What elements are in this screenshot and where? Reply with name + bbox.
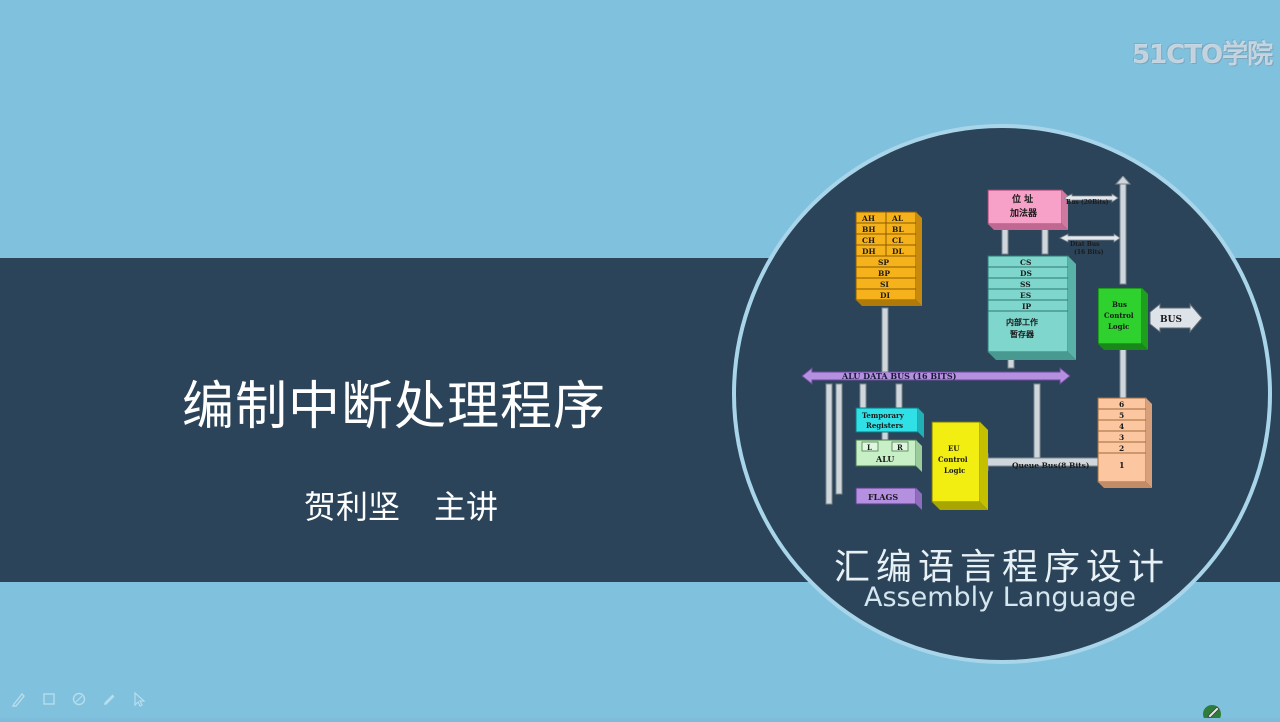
reg-bl: BL <box>892 225 904 234</box>
queue-slot-4: 4 <box>1119 422 1124 431</box>
reg-di: DI <box>880 291 891 300</box>
highlighter-icon[interactable] <box>98 688 120 710</box>
queue-slot-6: 6 <box>1119 400 1124 409</box>
internal-reg-line-2: 暂存器 <box>1010 329 1035 339</box>
bus-control-line-3: Logic <box>1108 322 1129 331</box>
instruction-queue: 6 5 4 3 2 1 <box>1097 397 1152 488</box>
data-bus-label: Dtat Bus <box>1070 241 1100 248</box>
reg-dh: DH <box>862 247 876 256</box>
queue-slot-3: 3 <box>1119 433 1124 442</box>
external-bus-label: BUS <box>1160 315 1182 325</box>
alu-data-bus: ALU DATA BUS (16 BITS) <box>801 366 1071 386</box>
seg-ds: DS <box>1020 269 1032 278</box>
course-title-english: Assembly Language <box>864 582 1136 613</box>
queue-slot-1: 1 <box>1119 460 1125 470</box>
cpu-architecture-diagram: ALU DATA BUS (16 BITS) AH AL BH BL <box>801 176 1203 510</box>
temp-reg-line-2: Registers <box>866 421 903 430</box>
reg-ch: CH <box>862 236 875 245</box>
flags-register: FLAGS <box>855 487 922 510</box>
seg-ss: SS <box>1020 280 1031 289</box>
adder-line-2: 加法器 <box>1009 207 1038 219</box>
reg-si: SI <box>880 280 889 289</box>
watermark-logo: 51CTO学院 <box>1132 40 1273 70</box>
eu-control-line-3: Logic <box>944 466 965 475</box>
segment-registers: CS DS SS ES IP 内部工作 暂存器 <box>987 255 1076 360</box>
reg-al: AL <box>891 214 904 223</box>
annotation-toolbar <box>8 688 150 710</box>
alu-label: ALU <box>875 454 894 464</box>
queue-slot-5: 5 <box>1119 411 1124 420</box>
data-bus-bits-label: (16 Bits) <box>1074 249 1104 256</box>
alu-right-input: R <box>897 443 903 452</box>
seg-ip: IP <box>1022 302 1032 311</box>
eraser-icon[interactable] <box>68 688 90 710</box>
presenter-name: 贺利坚 <box>304 488 401 526</box>
temp-reg-line-1: Temporary <box>862 411 905 420</box>
reg-bh: BH <box>862 225 875 234</box>
eu-control-line-2: Control <box>938 455 968 464</box>
reg-ah: AH <box>861 214 875 223</box>
eu-control-logic: EU Control Logic <box>931 421 988 510</box>
adder-line-1: 位 址 <box>1012 193 1033 205</box>
queue-bus-label: Queue Bus(8 Bits) <box>1012 461 1089 470</box>
bus-20-label: Bus (20Bits) <box>1066 199 1109 206</box>
reg-dl: DL <box>892 247 905 256</box>
pen-icon[interactable] <box>8 688 30 710</box>
slide-title: 编制中断处理程序 <box>182 377 607 437</box>
address-bus: Bus (20Bits) Dtat Bus (16 Bits) <box>1059 193 1121 256</box>
presenter-line: 贺利坚主讲 <box>304 482 498 528</box>
presenter-role: 主讲 <box>434 488 499 526</box>
alu-left-input: L <box>867 443 872 452</box>
seg-cs: CS <box>1020 258 1031 267</box>
pen-tool-corner-icon[interactable] <box>1202 702 1224 722</box>
reg-cl: CL <box>892 236 904 245</box>
alu-unit: L R ALU <box>855 439 922 472</box>
temporary-registers: Temporary Registers <box>855 407 924 438</box>
square-icon[interactable] <box>38 688 60 710</box>
external-bus-arrow: BUS <box>1149 302 1203 334</box>
alu-data-bus-label: ALU DATA BUS (16 BITS) <box>841 371 957 381</box>
bus-control-line-1: Bus <box>1112 300 1127 309</box>
bus-control-line-2: Control <box>1104 311 1134 320</box>
address-adder: 位 址 加法器 <box>987 189 1068 230</box>
bus-control-logic: Bus Control Logic <box>1097 287 1148 350</box>
seg-es: ES <box>1020 291 1031 300</box>
general-registers: AH AL BH BL CH CL DH DL SP BP SI DI <box>855 211 922 306</box>
internal-reg-line-1: 内部工作 <box>1006 317 1038 327</box>
course-title-chinese: 汇编语言程序设计 <box>834 547 1171 588</box>
queue-slot-2: 2 <box>1119 444 1124 453</box>
flags-label: FLAGS <box>868 492 898 502</box>
pointer-icon[interactable] <box>128 688 150 710</box>
reg-bp: BP <box>878 269 890 278</box>
eu-control-line-1: EU <box>948 444 959 453</box>
reg-sp: SP <box>878 258 889 267</box>
